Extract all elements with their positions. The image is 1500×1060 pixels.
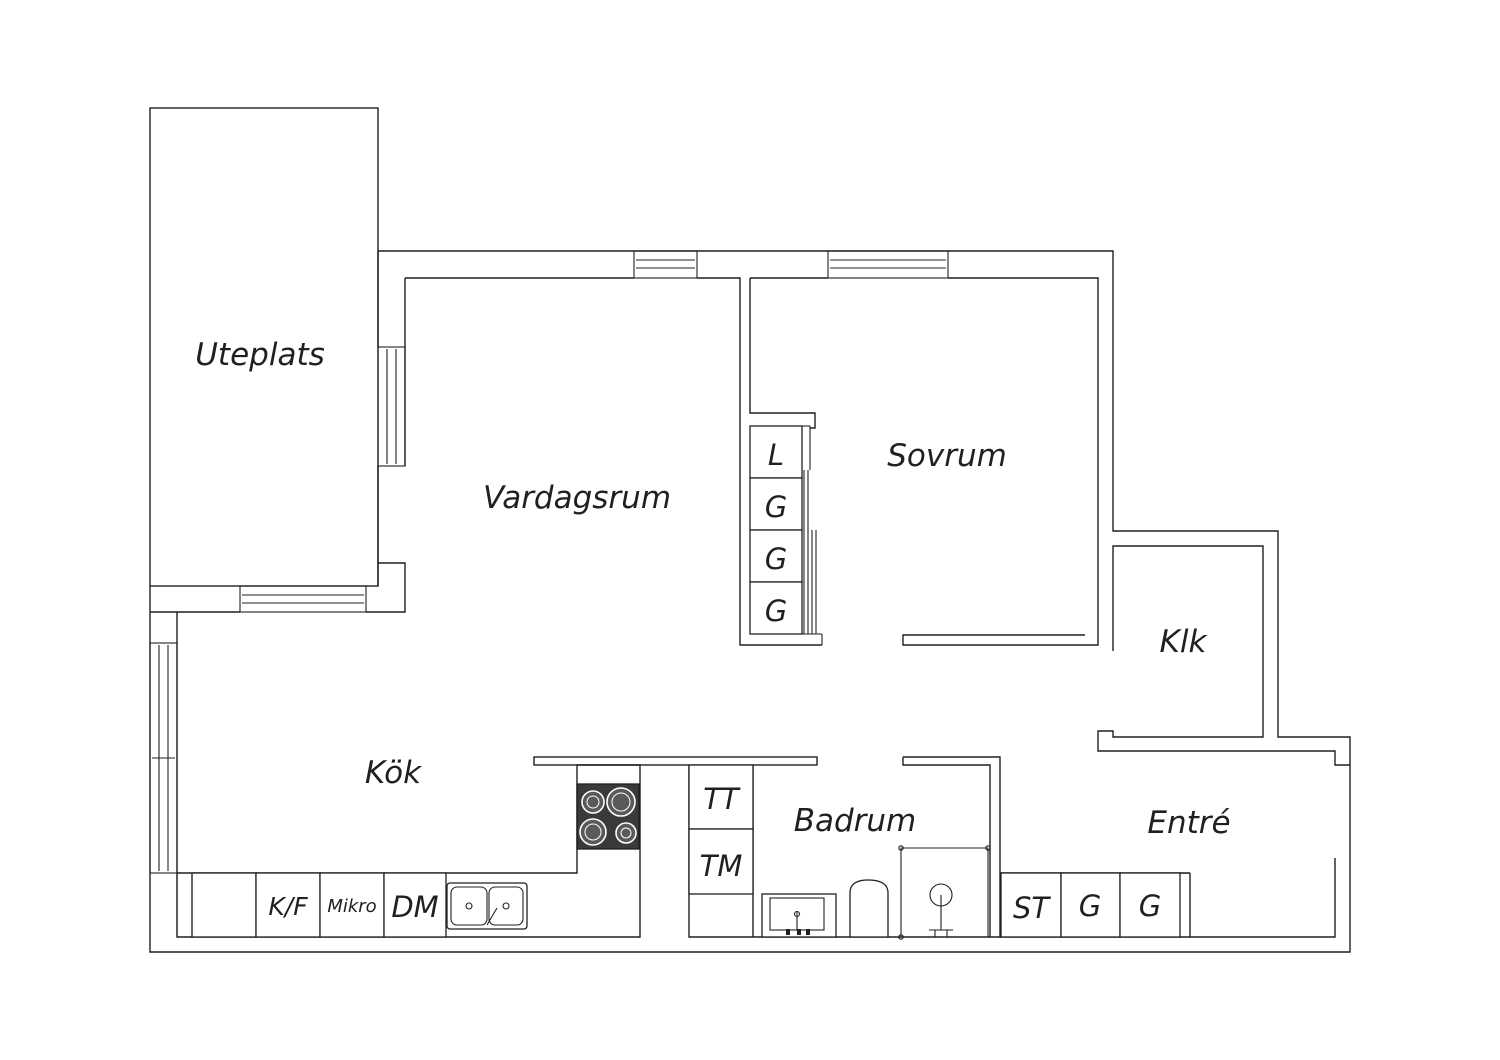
wardrobe-label: G	[765, 542, 787, 576]
closet-label-g: G	[1079, 889, 1101, 923]
room-label-sovrum: Sovrum	[887, 438, 1007, 474]
wardrobe-label: G	[765, 594, 787, 628]
wardrobe-label: G	[765, 490, 787, 524]
kitchen-counter	[176, 872, 447, 938]
room-label-kok: Kök	[365, 755, 422, 791]
entrance-closets	[1000, 872, 1190, 938]
toilet	[849, 879, 889, 938]
dishwasher-label: DM	[391, 890, 438, 924]
microwave-label: Mikro	[327, 896, 376, 917]
closet-label-g: G	[1139, 889, 1161, 923]
room-label-klk: Klk	[1160, 624, 1208, 660]
washer-dryer	[688, 764, 754, 895]
shower	[898, 845, 991, 940]
room-label-vardagsrum: Vardagsrum	[483, 480, 671, 516]
kitchen-sink	[446, 882, 528, 930]
fridge-freezer-label: K/F	[268, 892, 308, 921]
room-label-uteplats: Uteplats	[195, 337, 325, 373]
dryer-label: TT	[703, 782, 741, 816]
wardrobe-label: L	[768, 438, 784, 472]
windows	[149, 250, 949, 874]
closet-label-st: ST	[1013, 891, 1051, 925]
bathroom-sink	[761, 893, 837, 938]
washer-label: TM	[700, 849, 743, 883]
room-label-badrum: Badrum	[794, 803, 917, 839]
wardrobe-unit	[749, 425, 823, 645]
stove	[576, 783, 640, 850]
room-label-entre: Entré	[1147, 805, 1230, 841]
